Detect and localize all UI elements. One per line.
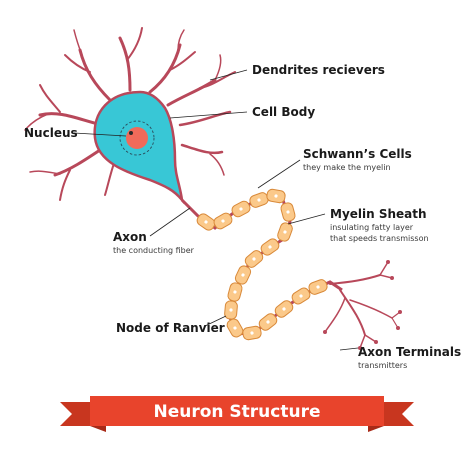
label-myelin: Myelin Sheath insulating fatty layer tha… bbox=[330, 207, 429, 243]
label-myelin-sub1: insulating fatty layer bbox=[330, 223, 414, 232]
label-schwann: Schwann’s Cells they make the myelin bbox=[303, 147, 412, 172]
leader-lines bbox=[73, 69, 359, 351]
title-banner: Neuron Structure bbox=[60, 396, 414, 432]
label-myelin-sub2: that speeds transmisson bbox=[330, 234, 429, 243]
myelin-sheath bbox=[196, 188, 328, 341]
label-dendrites: Dendrites recievers bbox=[252, 63, 385, 77]
banner-main bbox=[90, 396, 384, 426]
label-dendrites-title: Dendrites recievers bbox=[252, 63, 385, 77]
label-schwann-title: Schwann’s Cells bbox=[303, 147, 412, 161]
label-axon-title: Axon bbox=[113, 230, 147, 244]
axon-terminals bbox=[324, 261, 401, 349]
label-terminals: Axon Terminals transmitters bbox=[358, 345, 461, 370]
nucleolus bbox=[129, 131, 133, 135]
label-myelin-title: Myelin Sheath bbox=[330, 207, 427, 221]
label-nucleus: Nucleus bbox=[24, 126, 78, 140]
banner-title: Neuron Structure bbox=[153, 402, 320, 422]
dendrites bbox=[24, 27, 236, 201]
label-terminals-title: Axon Terminals bbox=[358, 345, 461, 359]
nucleus-ring bbox=[119, 120, 155, 156]
label-axon-sub: the conducting fiber bbox=[113, 246, 195, 255]
label-cell-body: Cell Body bbox=[252, 105, 315, 119]
label-terminals-sub: transmitters bbox=[358, 361, 407, 370]
label-schwann-sub: they make the myelin bbox=[303, 163, 391, 172]
label-axon: Axon the conducting fiber bbox=[113, 230, 195, 255]
label-nucleus-title: Nucleus bbox=[24, 126, 78, 140]
label-cell-body-title: Cell Body bbox=[252, 105, 315, 119]
banner-right-fold bbox=[368, 426, 384, 432]
nucleus bbox=[126, 127, 148, 149]
terminal-knobs bbox=[323, 260, 402, 350]
banner-left-fold bbox=[90, 426, 106, 432]
label-ranvier-title: Node of Ranvier bbox=[116, 321, 225, 335]
label-ranvier: Node of Ranvier bbox=[116, 321, 225, 335]
